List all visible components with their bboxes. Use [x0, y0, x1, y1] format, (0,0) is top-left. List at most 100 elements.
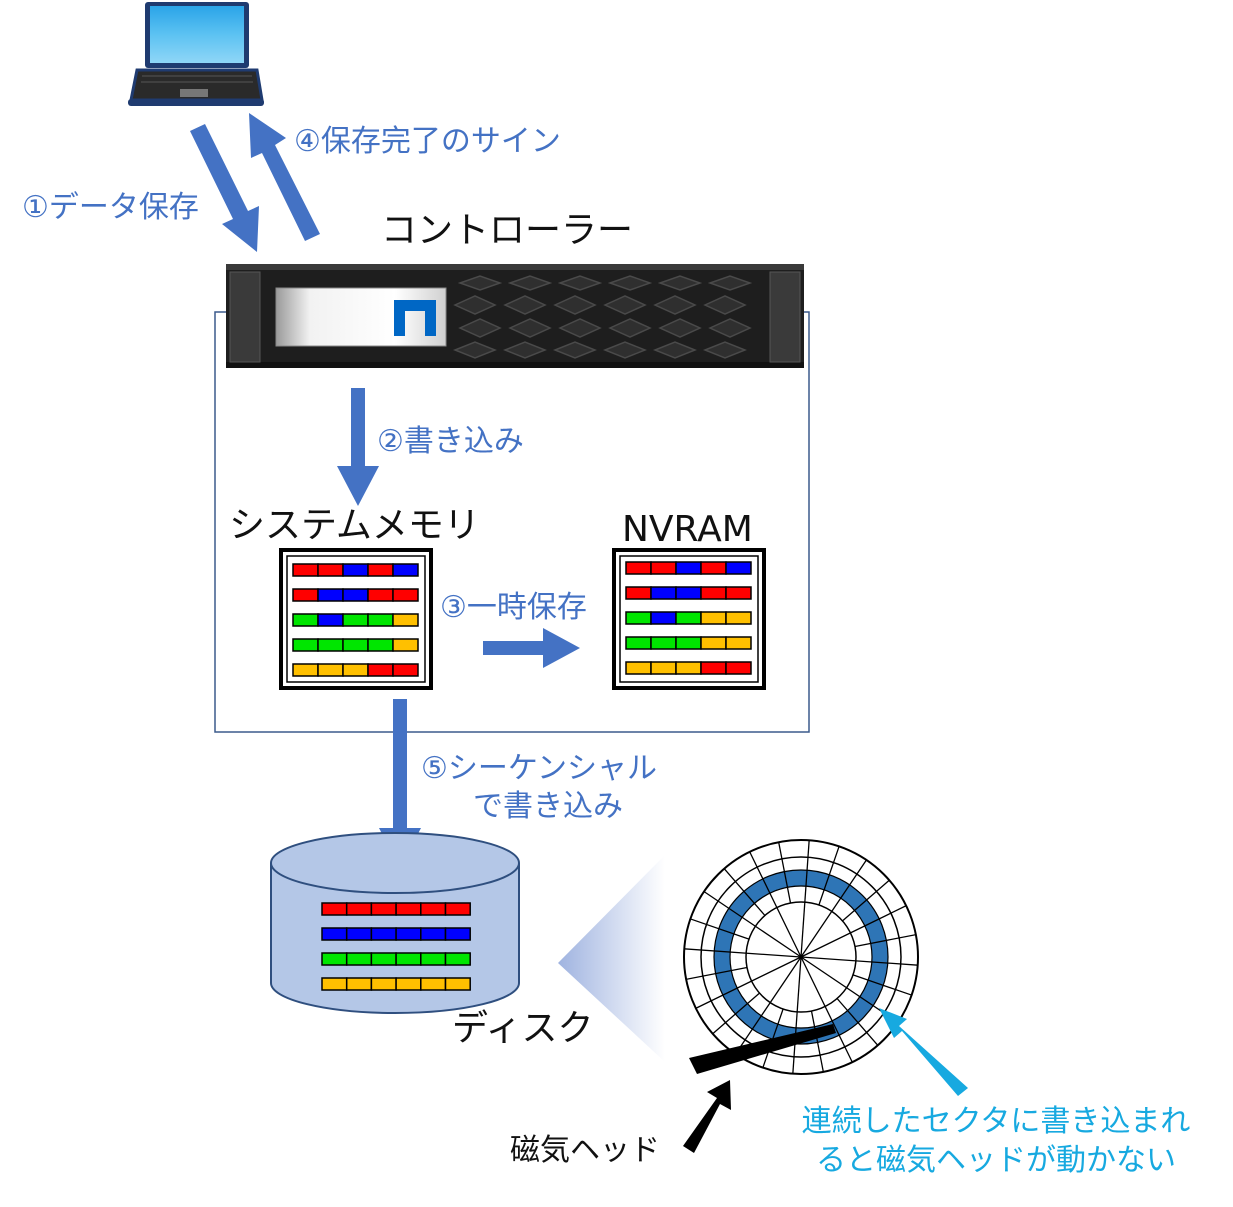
- sector-boundary: [721, 866, 766, 916]
- data-block: [444, 927, 471, 941]
- data-block: [345, 977, 373, 991]
- data-block: [342, 563, 369, 577]
- sector-boundary: [810, 1010, 825, 1074]
- data-block: [292, 563, 319, 577]
- save-request-arrow: [190, 124, 259, 252]
- data-block: [444, 902, 471, 916]
- data-block: [650, 561, 677, 575]
- zoom-fan: [558, 855, 665, 1062]
- data-block: [370, 977, 397, 991]
- sector-boundary: [800, 956, 855, 1066]
- sector-boundary: [747, 848, 802, 958]
- sector-boundary: [733, 956, 802, 1057]
- step3-label: ③一時保存: [440, 590, 587, 625]
- data-block: [700, 611, 727, 625]
- data-block: [392, 563, 419, 577]
- data-block: [625, 661, 652, 675]
- data-block: [370, 902, 397, 916]
- brand-logo-icon: [394, 300, 436, 336]
- data-block: [367, 638, 394, 652]
- sector-boundary: [842, 877, 892, 922]
- sector-boundary: [710, 992, 760, 1037]
- data-block: [725, 661, 752, 675]
- sector-boundary: [800, 903, 910, 958]
- data-block: [725, 561, 752, 575]
- step1-label: ①データ保存: [22, 190, 199, 225]
- sector-note-line1: 連続したセクタに書き込まれ: [801, 1104, 1191, 1139]
- sector-boundary: [854, 933, 918, 948]
- data-block: [370, 952, 397, 966]
- data-block: [370, 927, 397, 941]
- data-block: [317, 638, 344, 652]
- data-block: [317, 588, 344, 602]
- data-block: [420, 977, 447, 991]
- step2-label: ②書き込み: [377, 424, 524, 459]
- sector-note-line2: ると磁気ヘッドが動かない: [816, 1143, 1176, 1178]
- data-block: [392, 638, 419, 652]
- data-block: [321, 952, 348, 966]
- data-block: [420, 927, 447, 941]
- sector-boundary: [852, 974, 915, 997]
- sector-boundary: [800, 857, 869, 958]
- sector-boundary: [836, 998, 881, 1048]
- data-block: [650, 636, 677, 650]
- data-block: [367, 613, 394, 627]
- laptop-icon: [128, 2, 264, 106]
- data-block: [700, 561, 727, 575]
- data-block: [321, 927, 348, 941]
- sector-boundary: [684, 947, 802, 958]
- step5-label-line2: で書き込み: [473, 789, 623, 824]
- data-block: [395, 977, 422, 991]
- data-block: [650, 661, 677, 675]
- nvram-blocks: [625, 561, 752, 675]
- data-block: [392, 613, 419, 627]
- write-arrow: [337, 388, 379, 506]
- data-block: [675, 586, 702, 600]
- data-block: [292, 613, 319, 627]
- data-block: [625, 611, 652, 625]
- data-block: [345, 927, 373, 941]
- sector-boundary: [777, 840, 792, 904]
- disk-platter-icon: [683, 839, 919, 1075]
- temporary-save-arrow: [483, 628, 580, 668]
- data-block: [675, 661, 702, 675]
- data-block: [700, 586, 727, 600]
- data-block: [625, 561, 652, 575]
- sector-boundary: [701, 889, 802, 958]
- step4-label: ④保存完了のサイン: [294, 124, 561, 159]
- data-block: [292, 663, 319, 677]
- disk-blocks: [321, 902, 471, 991]
- data-block: [725, 586, 752, 600]
- storage-controller-icon: [226, 264, 804, 368]
- data-block: [420, 952, 447, 966]
- sector-boundary: [800, 840, 811, 958]
- data-block: [444, 952, 471, 966]
- data-block: [367, 588, 394, 602]
- data-block: [367, 663, 394, 677]
- sector-boundary: [800, 956, 918, 967]
- step5-label-line1: ⑤シーケンシャル: [421, 751, 657, 786]
- data-block: [700, 661, 727, 675]
- data-block: [650, 611, 677, 625]
- data-block: [420, 902, 447, 916]
- data-block: [395, 902, 422, 916]
- data-block: [392, 588, 419, 602]
- data-block: [675, 561, 702, 575]
- magnetic-head-pointer-arrow: [683, 1080, 731, 1153]
- magnetic-head-arm: [689, 1024, 836, 1074]
- data-block: [395, 952, 422, 966]
- data-block: [675, 611, 702, 625]
- data-block: [317, 613, 344, 627]
- sector-boundary: [687, 917, 750, 940]
- sector-boundary: [791, 956, 802, 1074]
- data-block: [342, 588, 369, 602]
- magnetic-head-label: 磁気ヘッド: [510, 1133, 660, 1168]
- data-block: [650, 586, 677, 600]
- data-block: [345, 902, 373, 916]
- data-block: [625, 586, 652, 600]
- data-block: [317, 663, 344, 677]
- data-block: [725, 636, 752, 650]
- data-block: [345, 952, 373, 966]
- system-memory-blocks: [292, 563, 419, 677]
